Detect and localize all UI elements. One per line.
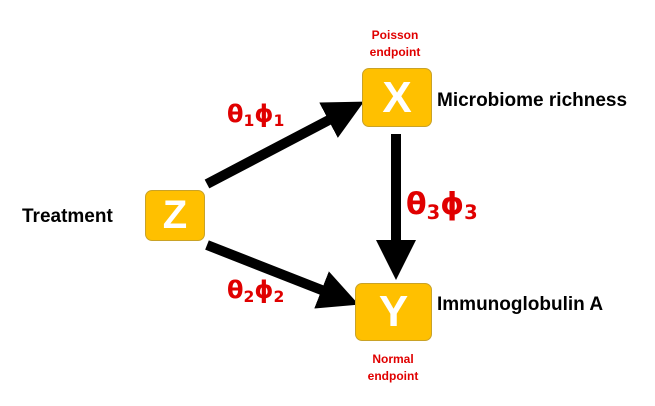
y-endpoint-note: Normal endpoint [348,351,438,385]
theta-symbol: θ [406,187,427,222]
theta-symbol: θ [227,100,244,128]
theta-symbol: θ [227,276,244,304]
node-x: X [362,68,432,127]
x-endpoint-line1: Poisson [371,28,419,42]
phi-subscript: 3 [464,200,478,224]
phi-symbol: ϕ [254,276,274,304]
node-x-label: Microbiome richness [437,90,628,111]
theta-subscript: 3 [426,200,441,224]
coefficient-x-to-y: θ3ϕ3 [406,187,478,224]
node-y-label: Immunoglobulin A [437,294,604,315]
phi-subscript: 2 [273,287,285,306]
phi-symbol: ϕ [254,100,274,128]
node-z-label: Treatment [22,206,113,227]
coefficient-z-to-y: θ2ϕ2 [227,276,284,306]
y-endpoint-line2: endpoint [367,369,419,383]
x-endpoint-note: Poisson endpoint [350,27,440,61]
arrow-z-to-y [205,240,359,309]
theta-subscript: 1 [243,111,255,130]
node-y-letter: Y [378,287,409,336]
phi-subscript: 1 [273,111,285,130]
phi-symbol: ϕ [440,187,465,222]
node-x-letter: X [382,72,412,122]
node-z-letter: Z [162,193,188,237]
theta-subscript: 2 [243,287,255,306]
y-endpoint-line1: Normal [372,352,414,366]
coefficient-z-to-x: θ1ϕ1 [227,100,284,130]
node-z: Z [145,190,205,241]
arrow-z-to-x [204,101,364,189]
x-endpoint-line2: endpoint [369,45,421,59]
node-y: Y [355,283,432,341]
